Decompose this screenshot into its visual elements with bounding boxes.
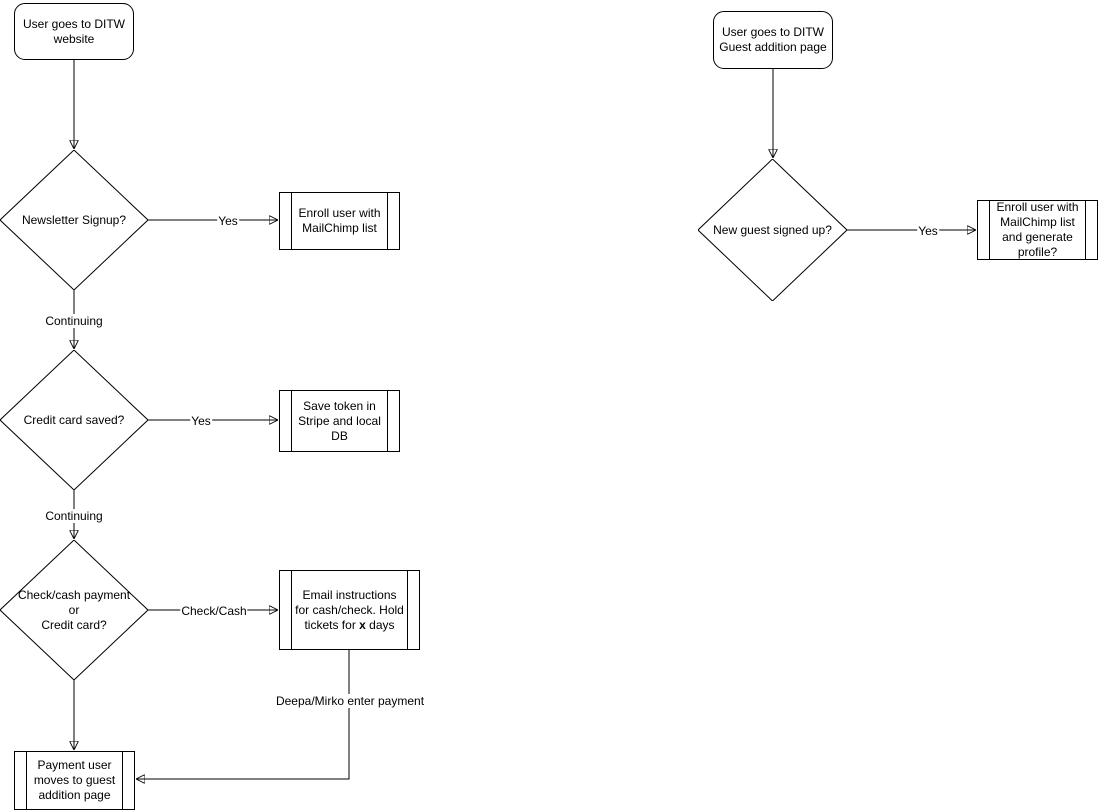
diamond-shape (698, 159, 847, 301)
decision-newsletter-signup: Newsletter Signup? (0, 150, 148, 290)
start-node-website: User goes to DITW website (14, 3, 134, 60)
subprocess-bar-right (1085, 201, 1086, 259)
decision-credit-label: Credit card saved? (23, 412, 125, 427)
diamond-shape (0, 350, 148, 490)
process-guest-label: Payment user moves to guest addition pag… (33, 758, 116, 802)
process-enroll-label: Enroll user with MailChimp list (298, 206, 381, 235)
process-email-text-bold: x (359, 617, 366, 632)
subprocess-bar-left (26, 752, 27, 809)
decision-credit-card-saved: Credit card saved? (0, 350, 148, 490)
decision-payment-method: Check/cash payment or Credit card? (0, 540, 148, 680)
process-token-label: Save token in Stripe and local DB (298, 398, 381, 443)
process-email-label: Email instructions for cash/check. Hold … (280, 588, 419, 633)
start-node-guest-page: User goes to DITW Guest addition page (713, 11, 833, 69)
process-email-text-pre: Email instructions for cash/check. Hold … (295, 587, 404, 632)
diamond-shape (0, 150, 148, 290)
process-save-token: Save token in Stripe and local DB (279, 390, 400, 452)
process-email-text-post: days (365, 617, 395, 632)
edge-label-check-cash: Check/Cash (180, 604, 248, 618)
subprocess-bar-left (291, 571, 292, 649)
subprocess-bar-right (387, 193, 388, 249)
subprocess-bar-right (122, 752, 123, 809)
edge-label-continuing-2: Continuing (44, 509, 104, 523)
subprocess-bar-right (407, 571, 408, 649)
edge-label-continuing-1: Continuing (44, 314, 104, 328)
arrow-email-to-guestbox (136, 650, 350, 779)
start-node-website-label: User goes to DITW website (22, 16, 126, 46)
process-enroll-mailchimp-profile: Enroll user with MailChimp list and gene… (977, 200, 1098, 260)
decision-newsletter-label: Newsletter Signup? (21, 212, 127, 227)
decision-payment-label: Check/cash payment or Credit card? (17, 587, 131, 632)
diamond-shape (0, 540, 148, 680)
process-payment-guest-page: Payment user moves to guest addition pag… (14, 751, 135, 810)
process-enroll-profile-label: Enroll user with MailChimp list and gene… (996, 200, 1079, 259)
subprocess-bar-left (291, 193, 292, 249)
start-node-guest-label: User goes to DITW Guest addition page (719, 25, 827, 54)
decision-new-guest-label: New guest signed up? (713, 222, 832, 237)
subprocess-bar-right (387, 391, 388, 451)
process-enroll-mailchimp: Enroll user with MailChimp list (279, 192, 400, 250)
edge-label-deepa-mirko: Deepa/Mirko enter payment (274, 694, 426, 708)
edge-label-yes-guest: Yes (917, 224, 939, 238)
process-email-instructions: Email instructions for cash/check. Hold … (279, 570, 420, 650)
edge-label-yes-newsletter: Yes (217, 214, 239, 228)
subprocess-bar-left (291, 391, 292, 451)
decision-new-guest-signed-up: New guest signed up? (698, 159, 847, 301)
subprocess-bar-left (989, 201, 990, 259)
edge-label-yes-credit: Yes (190, 414, 212, 428)
